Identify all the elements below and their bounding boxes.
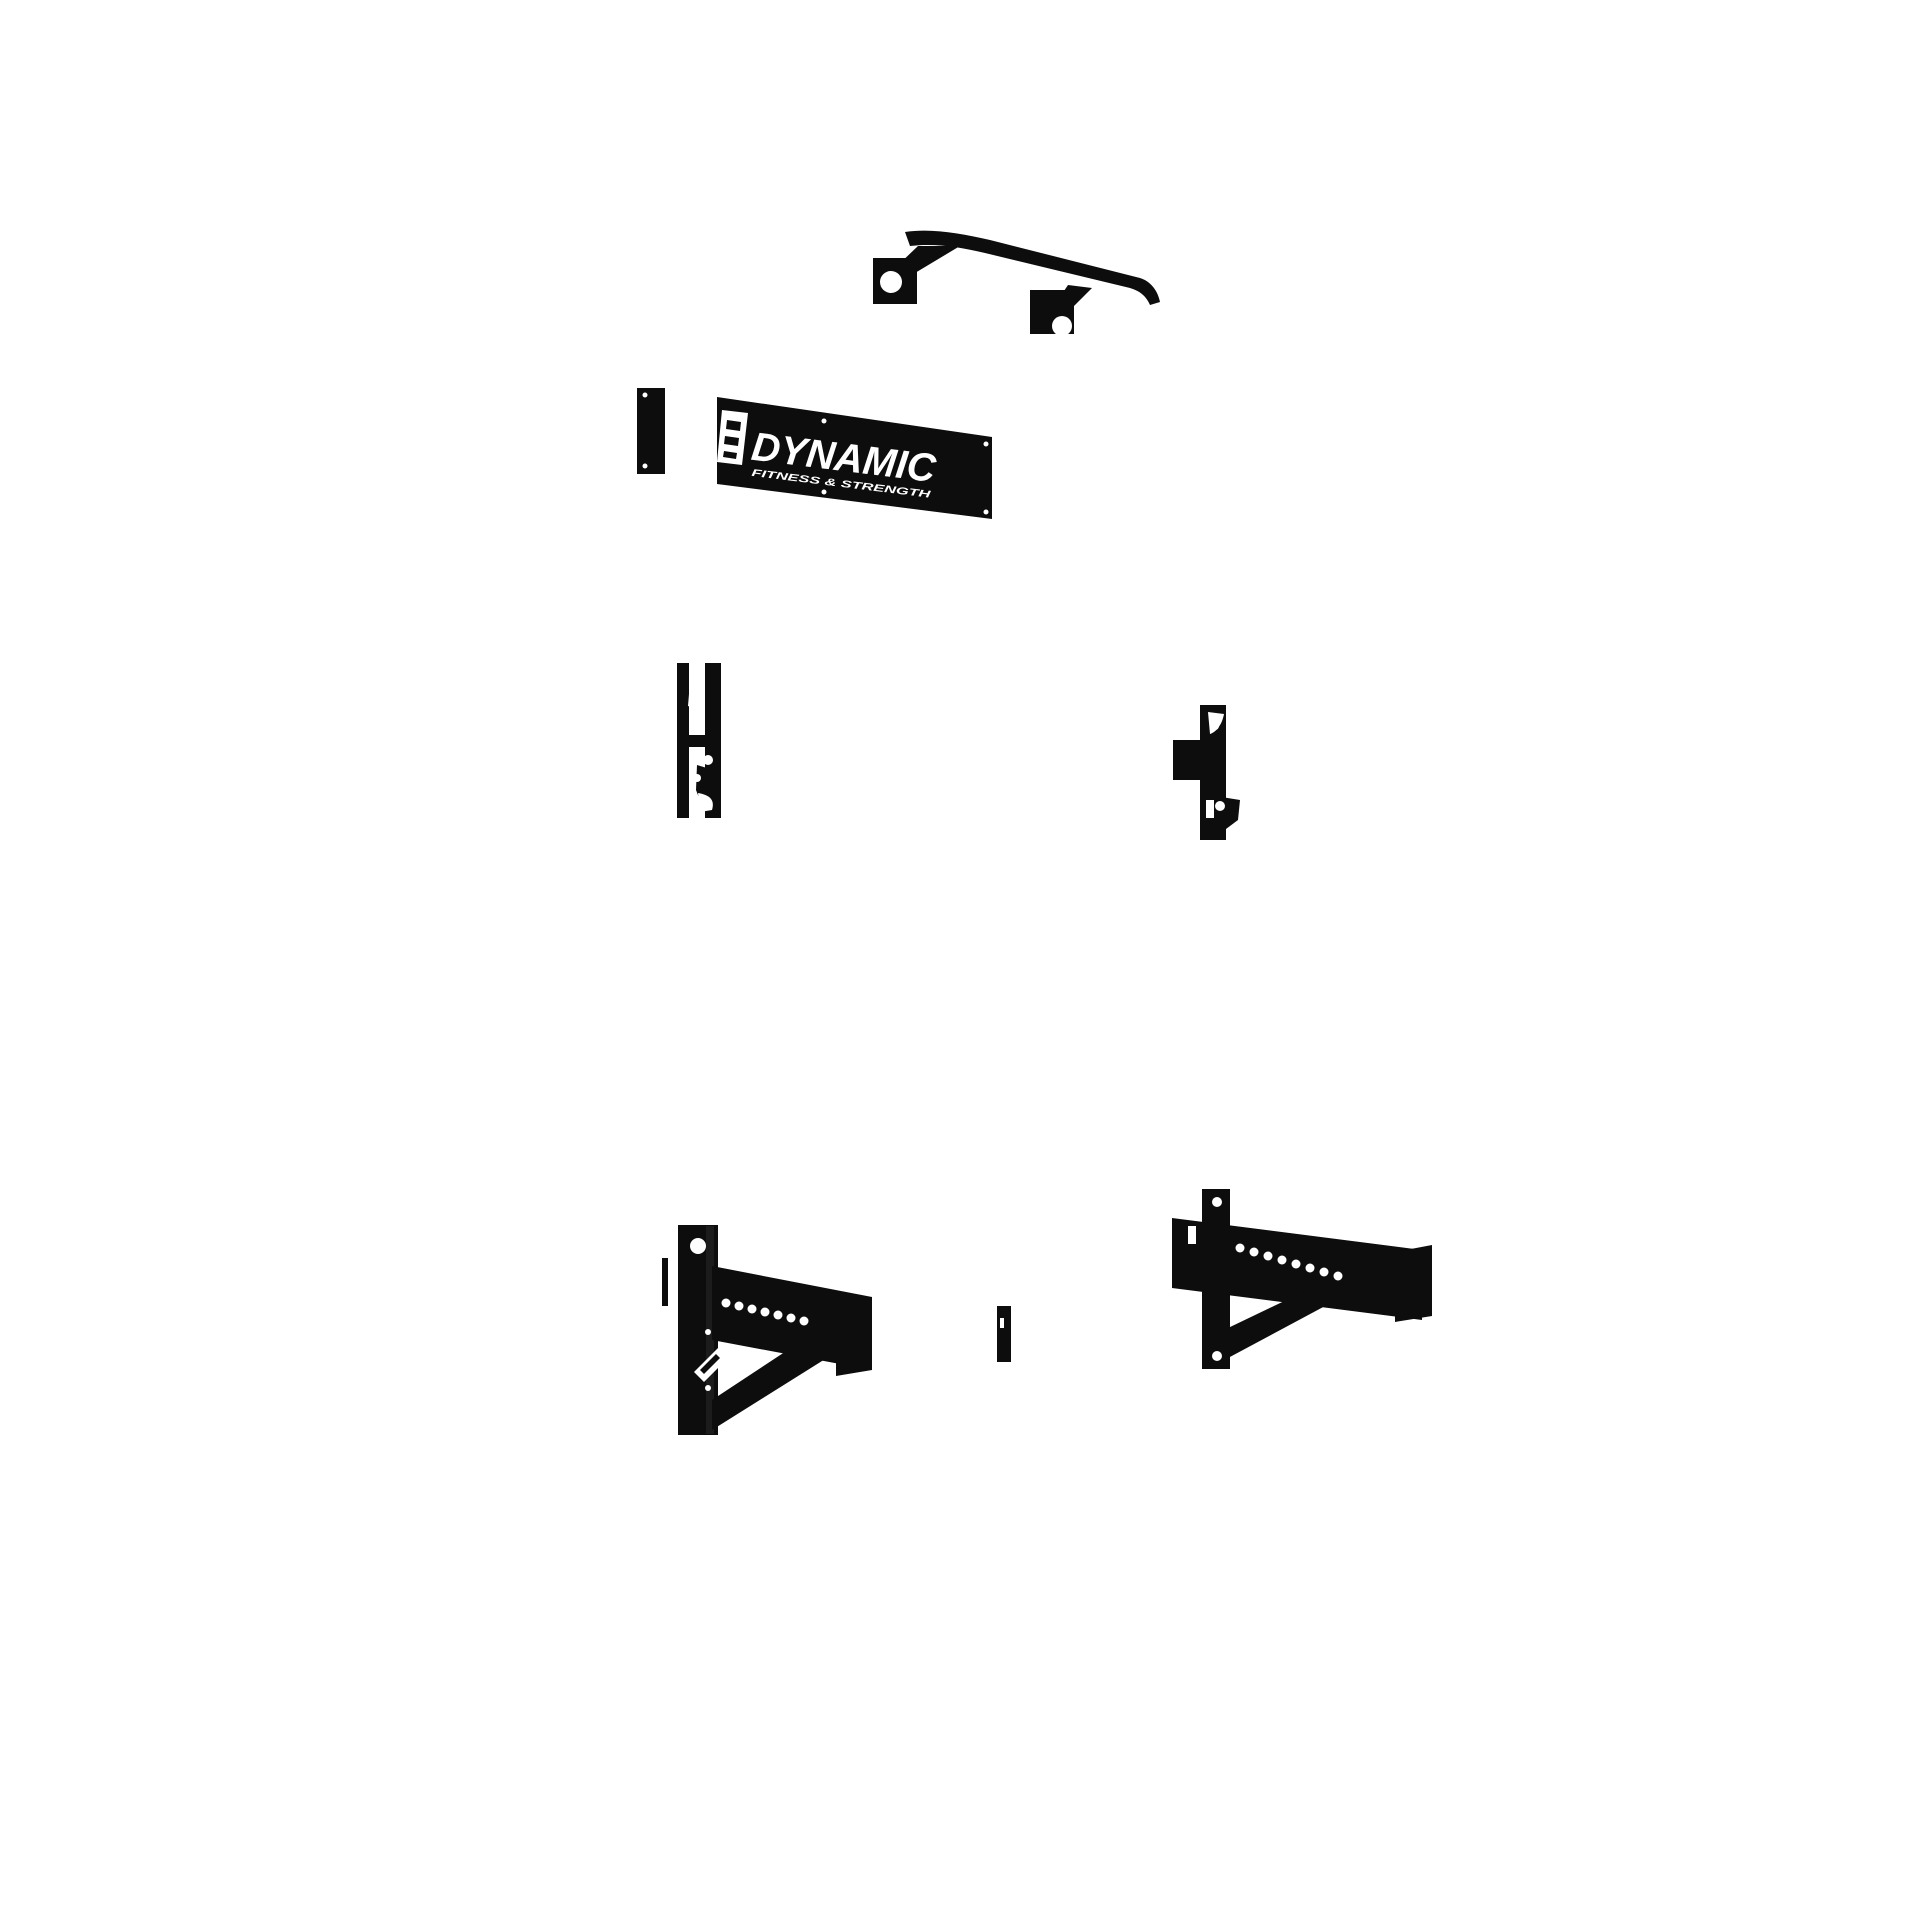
spacer-plate	[637, 388, 665, 474]
adjustment-holes	[721, 1298, 809, 1326]
small-bracket	[997, 1306, 1011, 1362]
logo-decal-icon	[694, 1344, 732, 1382]
pull-up-bar	[873, 230, 1160, 336]
spotter-arm-right	[1172, 1189, 1432, 1369]
j-hook-left	[666, 663, 721, 818]
adjustment-holes	[1235, 1243, 1343, 1281]
brand-logo-icon	[717, 410, 748, 465]
logo-plate: DYNAMIC FITNESS & STRENGTH	[717, 397, 992, 519]
spotter-arm-left	[662, 1225, 872, 1435]
j-hook-right	[1173, 705, 1240, 840]
